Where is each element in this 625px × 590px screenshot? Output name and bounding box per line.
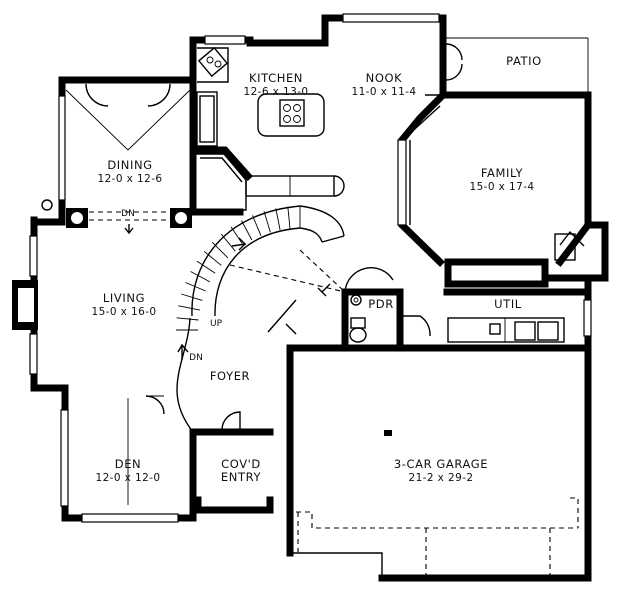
stair-tread xyxy=(230,226,244,246)
den-label: DEN xyxy=(115,457,142,471)
stair-tread xyxy=(263,211,271,233)
dining-dn-label: DN xyxy=(121,209,135,219)
room-labels: KITCHEN 12-6 x 13-0 NOOK 11-0 x 11-4 PAT… xyxy=(92,54,542,484)
stair-up-label: UP xyxy=(210,319,223,329)
patio-label: PATIO xyxy=(506,54,542,68)
dining-size: 12-0 x 12-6 xyxy=(98,173,163,185)
living-size: 15-0 x 16-0 xyxy=(92,306,157,318)
stair-tread xyxy=(176,317,199,321)
stair-tread xyxy=(275,208,281,231)
stair-tread xyxy=(190,271,211,283)
entry-label-line2: ENTRY xyxy=(221,470,262,484)
den-size: 12-0 x 12-0 xyxy=(96,472,161,484)
kitchen-label: KITCHEN xyxy=(249,71,303,85)
stair-tread xyxy=(287,206,291,229)
family-size: 15-0 x 17-4 xyxy=(470,181,535,193)
pdr-label: PDR xyxy=(368,297,394,311)
util-label: UTIL xyxy=(494,297,522,311)
stair-tread xyxy=(220,233,236,252)
nook-label: NOOK xyxy=(366,71,403,85)
pdr-util-details xyxy=(344,267,565,343)
living-foyer-details xyxy=(30,211,297,505)
garage-size: 21-2 x 29-2 xyxy=(409,472,474,484)
entry-label-line1: COV'D xyxy=(221,457,261,471)
foyer-dn-label: DN xyxy=(189,353,203,363)
stair-tread xyxy=(185,282,206,292)
nook-size: 11-0 x 11-4 xyxy=(352,86,417,98)
dining-label: DINING xyxy=(107,158,152,172)
dining-details xyxy=(41,83,192,235)
fireplace xyxy=(12,280,38,330)
stair-tread xyxy=(181,293,203,301)
kitchen-details xyxy=(196,46,345,211)
stair-tread xyxy=(196,260,216,274)
foyer-label: FOYER xyxy=(210,369,250,383)
garage-details xyxy=(290,430,579,578)
garage-label: 3-CAR GARAGE xyxy=(394,457,488,471)
living-label: LIVING xyxy=(103,291,145,305)
windows xyxy=(29,13,592,523)
family-label: FAMILY xyxy=(481,166,524,180)
stair-tread xyxy=(241,220,253,241)
stair-tread xyxy=(211,241,229,259)
stair-tread xyxy=(203,250,222,266)
stair-tread xyxy=(252,215,262,236)
staircase xyxy=(176,205,346,360)
nook-family-details xyxy=(397,37,593,267)
kitchen-size: 12-6 x 13-0 xyxy=(244,86,309,98)
stair-tread xyxy=(178,305,201,311)
